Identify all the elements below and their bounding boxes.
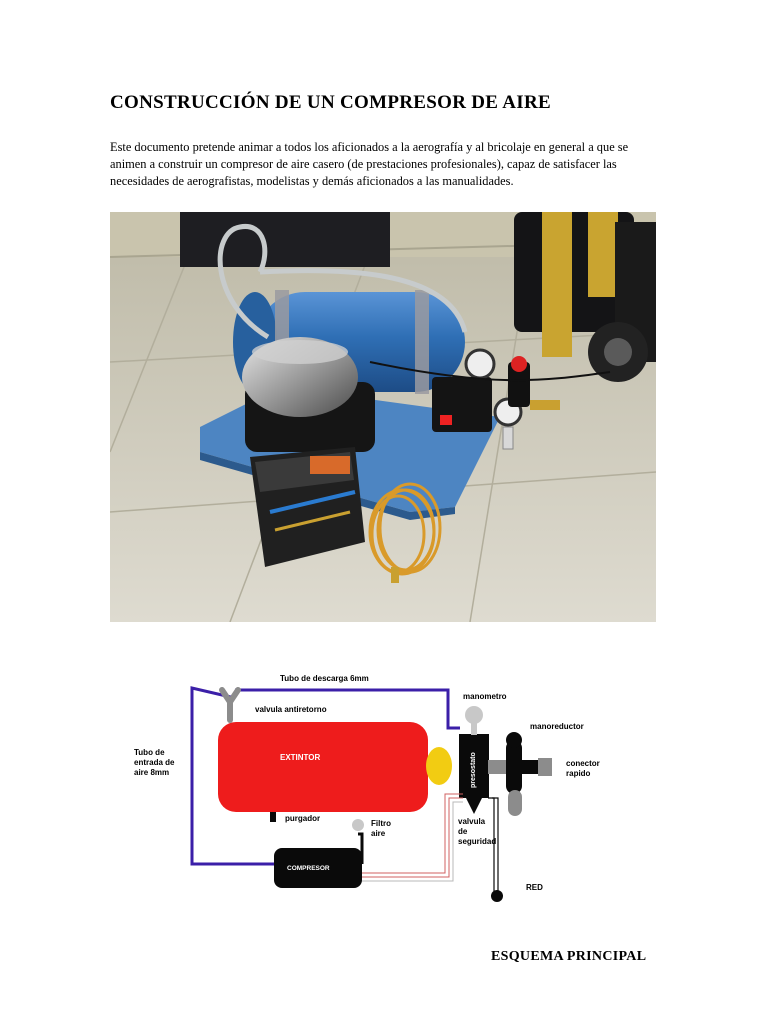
label-purgador: purgador	[285, 814, 320, 823]
document-title: CONSTRUCCIÓN DE UN COMPRESOR DE AIRE	[110, 92, 551, 113]
red-plug-icon	[491, 890, 503, 902]
label-conector-2: rapido	[566, 769, 591, 778]
label-valvula-seg-1: valvula	[458, 817, 486, 826]
filtro-aire-icon	[352, 819, 364, 831]
antiretorno-valve-icon	[219, 687, 241, 723]
manometro-icon	[465, 706, 483, 724]
label-compresor: COMPRESOR	[287, 865, 330, 872]
label-valvula-antiretorno: valvula antiretorno	[255, 705, 327, 714]
compressor-photo-illustration	[110, 212, 656, 622]
schematic-caption: ESQUEMA PRINCIPAL	[491, 949, 647, 964]
label-manoreductor: manoreductor	[530, 722, 584, 731]
safety-valve-icon	[466, 798, 482, 814]
intro-paragraph: Este documento pretende animar a todos l…	[110, 140, 629, 188]
label-valvula-seg-2: de	[458, 827, 468, 836]
label-presostato: presostato	[470, 752, 477, 788]
presostato-block	[459, 734, 489, 798]
extintor-tank	[218, 722, 428, 812]
manoreductor-block	[506, 740, 522, 794]
discharge-pipe	[235, 688, 460, 730]
label-filtro-2: aire	[371, 829, 386, 838]
compressor-schematic: Tubo de descarga 6mm valvula antiretorno…	[130, 668, 600, 913]
label-tubo-descarga: Tubo de descarga 6mm	[280, 674, 369, 683]
label-valvula-seg-3: seguridad	[458, 837, 496, 846]
label-tubo-entrada-3: aire 8mm	[134, 768, 169, 777]
label-conector-1: conector	[566, 759, 600, 768]
conector-rapido-icon	[538, 758, 552, 776]
intake-pipe	[190, 686, 280, 866]
label-manometro: manometro	[463, 692, 507, 701]
label-red: RED	[526, 883, 543, 892]
purgador-icon	[270, 812, 276, 822]
schematic-svg: Tubo de descarga 6mm valvula antiretorno…	[134, 674, 600, 902]
yellow-fitting-icon	[426, 747, 452, 785]
label-tubo-entrada-1: Tubo de	[134, 748, 165, 757]
compressor-photo	[110, 212, 656, 622]
label-extintor: EXTINTOR	[280, 753, 321, 762]
compresor-block	[274, 848, 362, 888]
label-tubo-entrada-2: entrada de	[134, 758, 175, 767]
label-filtro-1: Filtro	[371, 819, 391, 828]
